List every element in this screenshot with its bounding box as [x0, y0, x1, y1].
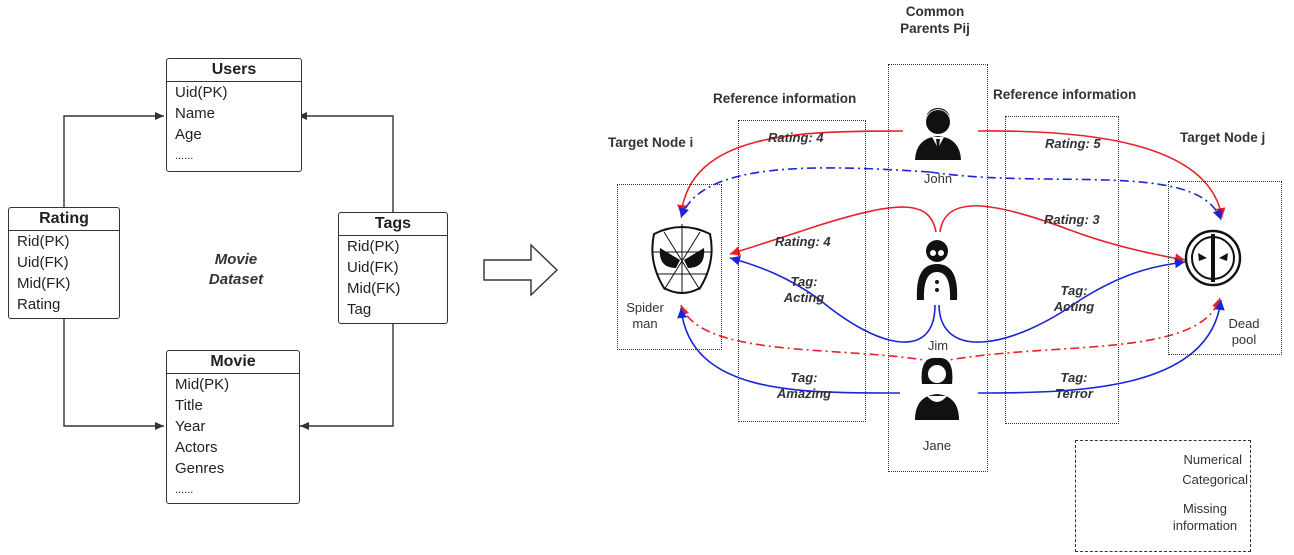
table-field: ...... — [175, 484, 194, 496]
table-field: Title — [175, 397, 203, 414]
table-field: Mid(PK) — [175, 376, 230, 393]
connector-rating-users — [63, 112, 164, 208]
edge-label-tag-amazing: Tag: Amazing — [776, 370, 832, 401]
ref-info-right-heading: Reference information — [993, 87, 1137, 102]
edge-label-tag-acting-left: Tag: Acting — [783, 274, 825, 305]
table-field: Mid(FK) — [347, 280, 401, 297]
target-i-box — [617, 184, 722, 350]
node-label-john: John — [923, 171, 953, 186]
john-icon — [915, 108, 961, 160]
jane-icon — [915, 357, 959, 420]
edge-label-rating4-top: Rating: 4 — [768, 130, 824, 145]
edge-label-tag-terror: Tag: Terror — [1055, 370, 1093, 401]
table-field: Tag — [347, 301, 372, 318]
legend-numerical-label: Numerical — [1183, 452, 1242, 467]
connector-tags-users — [298, 112, 394, 212]
jim-icon — [916, 240, 958, 300]
table-field: Uid(FK) — [347, 259, 399, 276]
deadpool-icon — [1184, 229, 1242, 287]
legend-missing-label: Missing information — [1172, 501, 1238, 533]
table-field: ...... — [175, 150, 194, 162]
edge-john-spiderman-missing — [679, 167, 931, 219]
edge-jim-spiderman-tag — [729, 255, 936, 343]
legend-box — [1075, 440, 1251, 552]
edge-jim-spiderman-missing — [679, 304, 936, 363]
edge-john-deadpool-rating — [977, 130, 1226, 219]
table-field: Year — [175, 418, 206, 435]
edge-jim-deadpool-rating — [939, 205, 1186, 264]
dataset-label: Movie Dataset — [208, 251, 264, 288]
table-field: Name — [175, 105, 216, 122]
edge-label-tag-acting-right: Tag: Acting — [1053, 283, 1095, 314]
legend-categorical-label: Categorical — [1182, 472, 1248, 487]
edge-john-spiderman-rating — [677, 130, 904, 216]
table-field: Genres — [175, 460, 225, 477]
table-tags-title: Tags — [339, 213, 447, 236]
table-field: Uid(FK) — [17, 254, 69, 271]
table-field: Rid(PK) — [347, 238, 400, 255]
spiderman-icon — [651, 224, 713, 294]
common-parents-heading: Common Parents Pij — [900, 4, 970, 36]
table-movie-title: Movie — [167, 351, 299, 374]
table-field: Rid(PK) — [17, 233, 70, 250]
target-j-heading: Target Node j — [1180, 130, 1266, 145]
edge-label-rating4-mid: Rating: 4 — [775, 234, 831, 249]
edge-label-rating5: Rating: 5 — [1045, 136, 1101, 151]
table-field: Age — [175, 126, 202, 143]
table-tags: Tags Rid(PK) Uid(FK) Mid(FK) Tag — [338, 212, 448, 324]
connector-rating-movie — [63, 318, 164, 430]
edge-jim-deadpool-missing — [937, 297, 1222, 363]
edge-john-deadpool-missing — [929, 171, 1223, 221]
transform-arrow — [483, 243, 559, 297]
table-users-title: Users — [167, 59, 301, 82]
edge-label-rating3: Rating: 3 — [1044, 212, 1100, 227]
table-field: Uid(PK) — [175, 84, 228, 101]
ref-info-right-box — [1005, 116, 1119, 424]
common-parents-box — [888, 64, 988, 472]
node-label-deadpool: Dead pool — [1228, 316, 1260, 347]
table-field: Rating — [17, 296, 61, 313]
edge-jane-spiderman-tag — [677, 307, 901, 394]
edge-jim-spiderman-rating — [729, 206, 937, 256]
table-rating: Rating Rid(PK) Uid(FK) Mid(FK) Rating — [8, 207, 120, 319]
ref-info-left-box — [738, 120, 866, 422]
target-j-box — [1168, 181, 1282, 355]
table-users: Users Uid(PK) Name Age ...... — [166, 58, 302, 172]
edge-jim-deadpool-tag — [938, 258, 1186, 343]
node-label-jim: Jim — [927, 338, 949, 353]
connector-tags-movie — [300, 322, 394, 430]
target-i-heading: Target Node i — [608, 135, 694, 150]
node-label-jane: Jane — [922, 438, 952, 453]
table-field: Actors — [175, 439, 218, 456]
edge-jane-deadpool-tag — [977, 299, 1225, 394]
table-field: Mid(FK) — [17, 275, 71, 292]
table-movie: Movie Mid(PK) Title Year Actors Genres .… — [166, 350, 300, 504]
ref-info-left-heading: Reference information — [713, 91, 857, 106]
table-rating-title: Rating — [9, 208, 119, 231]
node-label-spiderman: Spider man — [626, 300, 664, 331]
